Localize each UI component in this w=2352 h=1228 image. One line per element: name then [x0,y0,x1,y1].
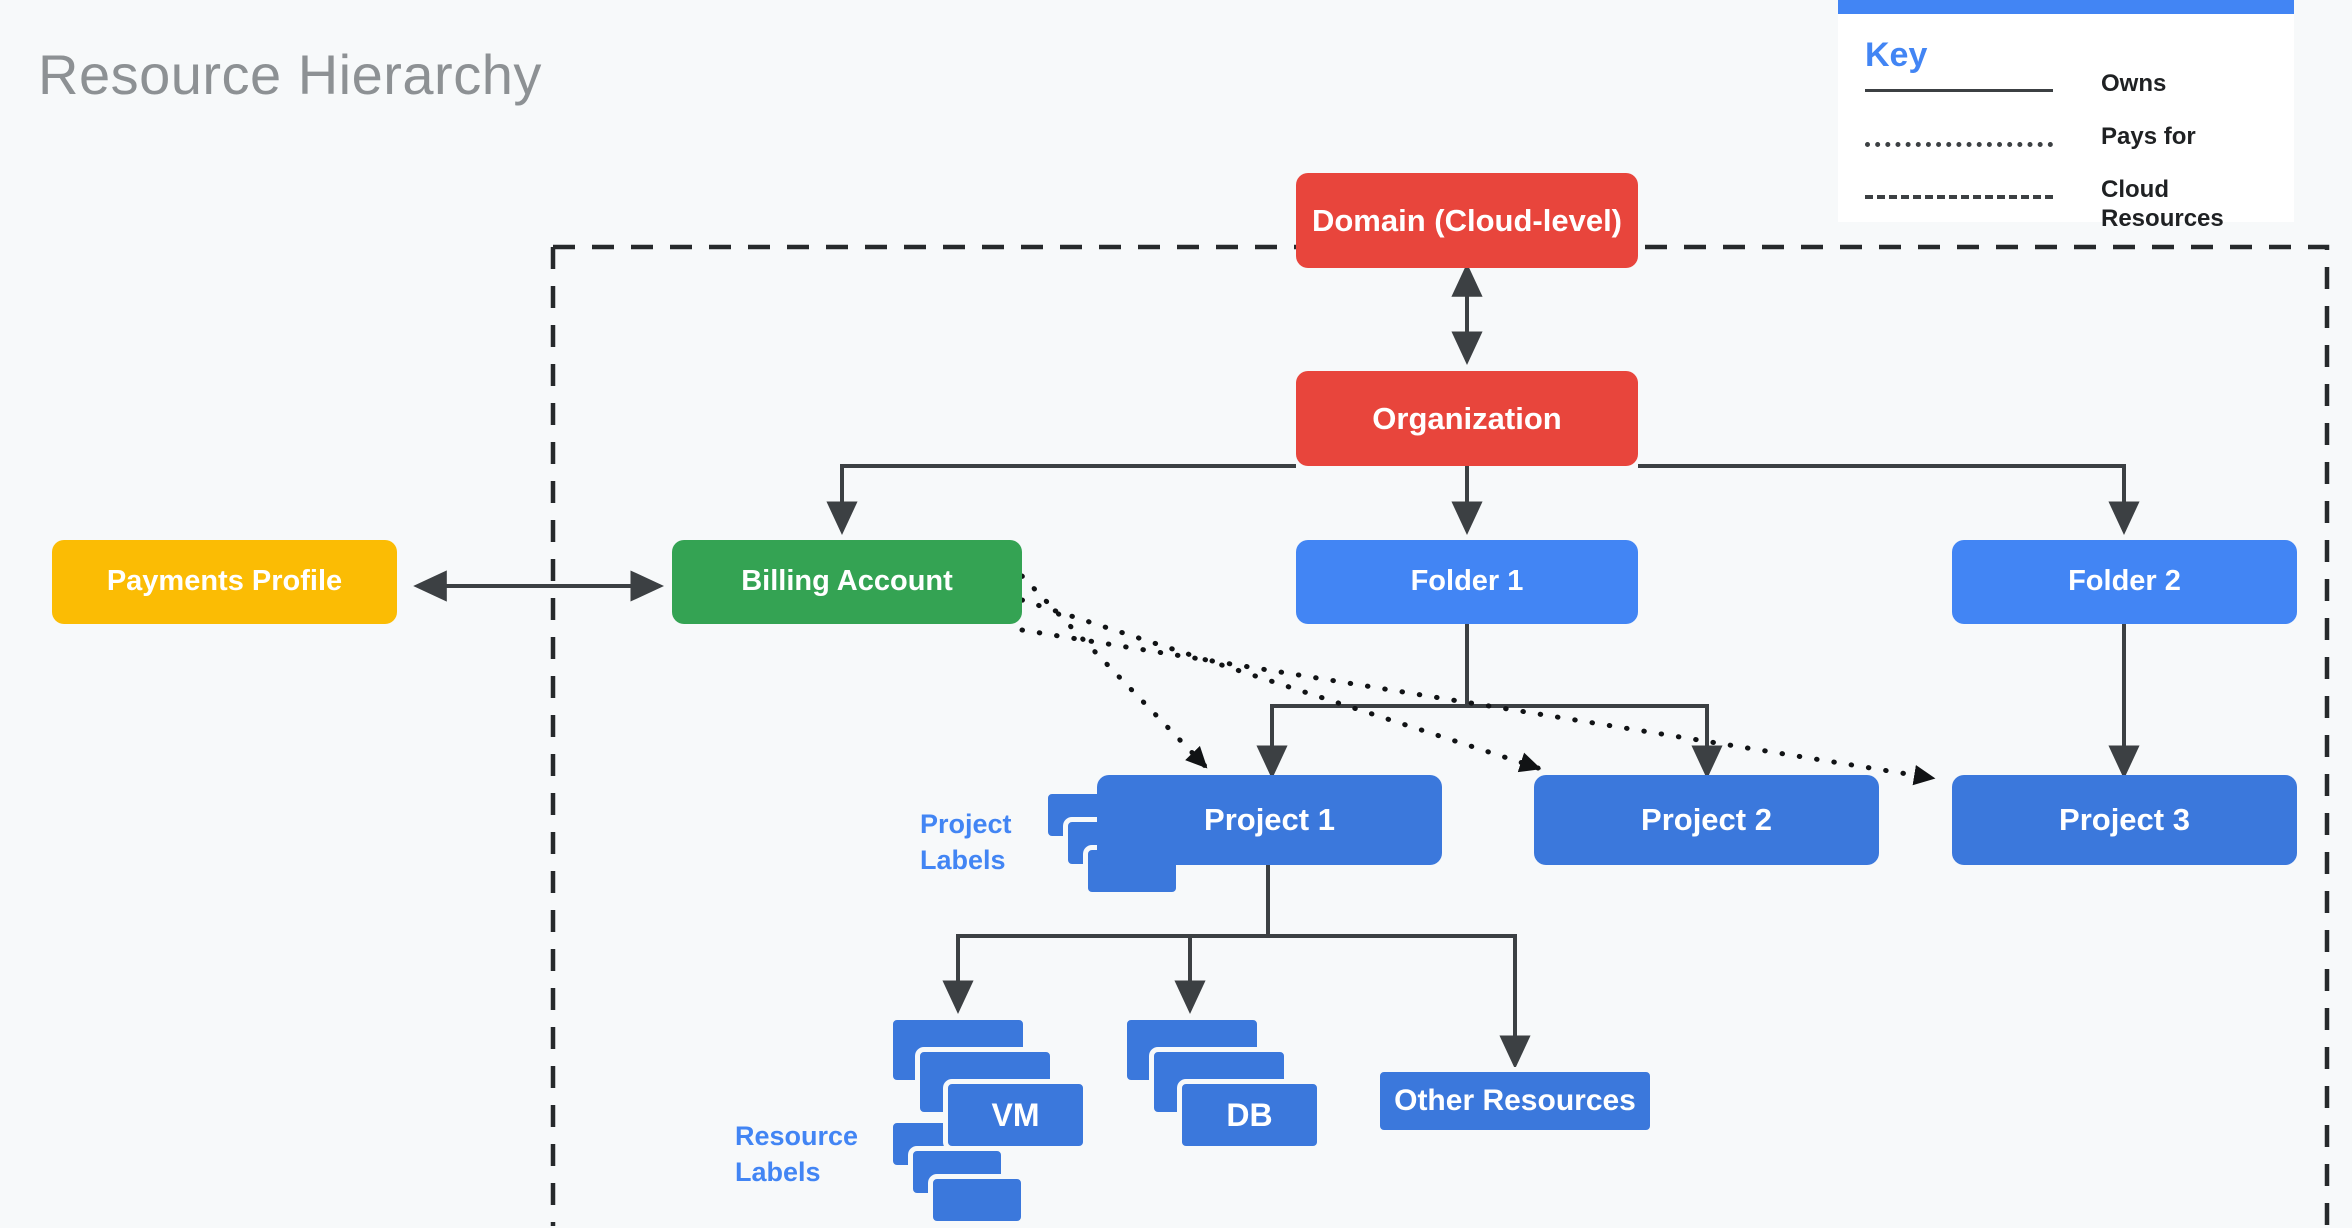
node-project-1-label: Project 1 [1204,802,1335,838]
edge-org-billing [826,464,1296,535]
resource-labels-line-1: Resource [735,1121,859,1151]
pays-for-line-icon [1865,142,2053,147]
edge-folder1-project1 [1256,624,1469,779]
edge-org-folder2 [1638,464,2140,535]
node-folder-1[interactable]: Folder 1 [1296,540,1638,624]
project-labels-text: Project Labels [920,806,1050,879]
node-project-3-label: Project 3 [2059,802,2190,838]
node-payments-profile[interactable]: Payments Profile [52,540,397,624]
edge-billing-project3-paysfor [1019,627,1936,786]
node-domain[interactable]: Domain (Cloud-level) [1296,173,1638,268]
node-folder-1-label: Folder 1 [1410,565,1524,598]
key-row-pays-for: Pays for [1865,123,2196,150]
node-payments-profile-label: Payments Profile [106,565,343,598]
node-db[interactable]: DB [1122,1015,1362,1155]
node-vm[interactable]: VM [888,1015,1128,1155]
resource-label-card-3 [928,1174,1026,1226]
key-label-pays-for: Pays for [2101,123,2196,150]
node-db-label: DB [1226,1096,1273,1133]
key-legend: Key Owns Pays for Cloud Resources [1838,0,2294,232]
resource-labels-line-2: Labels [735,1157,821,1188]
node-other-resources-label: Other Resources [1394,1084,1636,1117]
edge-project1-db [1174,865,1270,1014]
key-row-cloud-resources: Cloud Resources [1865,176,2224,232]
node-project-2-label: Project 2 [1641,802,1772,838]
node-organization-label: Organization [1372,400,1562,436]
node-organization[interactable]: Organization [1296,371,1638,466]
vm-card-front[interactable]: VM [943,1079,1088,1151]
node-other-resources[interactable]: Other Resources [1375,1067,1655,1135]
node-project-3[interactable]: Project 3 [1952,775,2297,865]
key-label-owns: Owns [2101,70,2167,97]
edge-folder1-project2 [1465,624,1723,779]
key-title: Key [1865,36,1928,74]
node-billing-account-label: Billing Account [741,565,953,598]
owns-line-icon [1865,89,2053,92]
project-labels-line-2: Labels [920,845,1006,876]
page-title: Resource Hierarchy [38,43,542,106]
node-project-2[interactable]: Project 2 [1534,775,1879,865]
key-row-owns: Owns [1865,70,2166,97]
node-project-1[interactable]: Project 1 [1097,775,1442,865]
node-domain-label: Domain (Cloud-level) [1311,202,1622,238]
project-labels-line-1: Project [920,809,1012,839]
node-folder-2-label: Folder 2 [2068,565,2181,598]
node-billing-account[interactable]: Billing Account [672,540,1022,624]
db-card-front[interactable]: DB [1177,1079,1322,1151]
key-label-cloud-resources: Cloud Resources [2101,176,2224,232]
node-vm-label: VM [991,1096,1040,1133]
node-folder-2[interactable]: Folder 2 [1952,540,2297,624]
cloud-resources-line-icon [1865,195,2053,199]
resource-labels-text: Resource Labels [735,1118,905,1191]
key-top-accent-bar [1838,0,2294,14]
edge-billing-project1-paysfor [1019,573,1208,769]
edge-billing-project2-paysfor [1019,597,1542,773]
